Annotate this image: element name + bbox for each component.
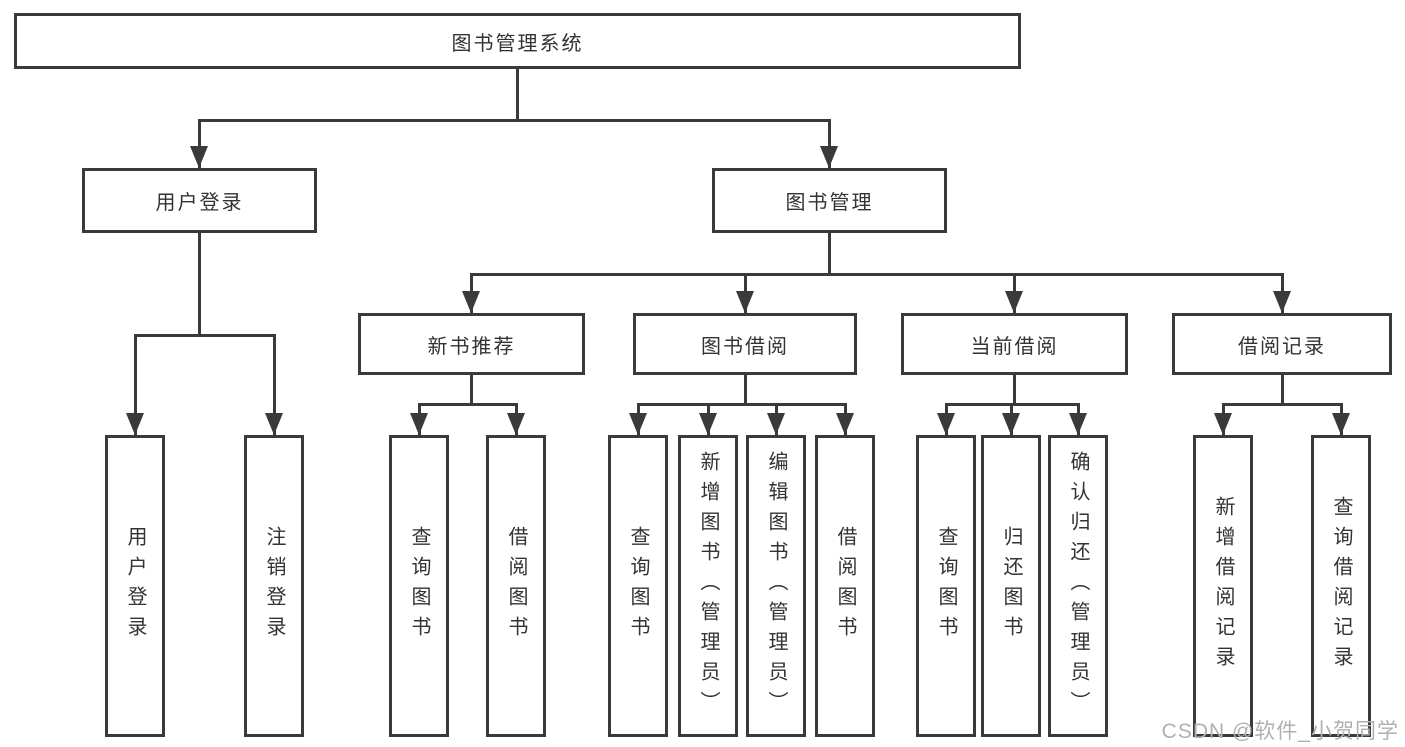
connector-root-drop-left — [198, 119, 201, 168]
connector-userlogin-drop — [273, 334, 276, 435]
connector-module-bar — [1222, 403, 1342, 406]
leaf-label: 用户登录 — [124, 526, 146, 646]
node-borrow-record-label: 借阅记录 — [1238, 335, 1326, 358]
arrowhead-down — [1002, 413, 1020, 435]
connector-module-stub — [1281, 375, 1284, 406]
connector-module-stub — [1013, 375, 1016, 406]
leaf-query-borrow-record: 查询借阅记录 — [1311, 435, 1371, 737]
leaf-label: 查询图书 — [935, 526, 957, 646]
csdn-watermark: CSDN @软件_小贺同学 — [1161, 720, 1399, 743]
arrowhead-down — [265, 413, 283, 435]
leaf-add-borrow-record: 新增借阅记录 — [1193, 435, 1253, 737]
arrowhead-down — [462, 291, 480, 313]
node-root-label: 图书管理系统 — [451, 32, 584, 55]
arrowhead-down — [767, 413, 785, 435]
leaf-label: 归还图书 — [1000, 526, 1022, 646]
leaf-borrow-book: 借阅图书 — [486, 435, 546, 737]
node-new-book-recommend-label: 新书推荐 — [427, 335, 516, 358]
node-book-borrow-label: 图书借阅 — [701, 335, 789, 358]
arrowhead-down — [1005, 291, 1023, 313]
connector-bookmgmt-stub — [828, 233, 831, 276]
node-root: 图书管理系统 — [14, 13, 1021, 69]
leaf-return-book: 归还图书 — [981, 435, 1041, 737]
connector-module-bar — [637, 403, 847, 406]
arrowhead-down — [736, 291, 754, 313]
arrowhead-down — [190, 146, 208, 168]
arrowhead-down — [820, 146, 838, 168]
arrowhead-down — [410, 413, 428, 435]
node-borrow-record: 借阅记录 — [1172, 313, 1392, 375]
leaf-label: 查询图书 — [627, 526, 649, 646]
arrowhead-down — [1273, 291, 1291, 313]
leaf-label: 借阅图书 — [505, 526, 527, 646]
node-user-login-label: 用户登录 — [155, 192, 244, 214]
arrowhead-down — [1069, 413, 1087, 435]
leaf-query-book: 查询图书 — [916, 435, 976, 737]
node-user-login: 用户登录 — [82, 168, 317, 233]
arrowhead-down — [126, 413, 144, 435]
node-book-management-label: 图书管理 — [785, 192, 874, 214]
leaf-label: 注销登录 — [263, 526, 285, 646]
leaf-label: 确认归还（管理员） — [1067, 451, 1089, 721]
leaf-edit-book-admin: 编辑图书（管理员） — [746, 435, 806, 737]
connector-module-stub — [744, 375, 747, 406]
leaf-label: 查询图书 — [408, 526, 430, 646]
connector-userlogin-drop — [134, 334, 137, 435]
leaf-label: 编辑图书（管理员） — [765, 451, 787, 721]
node-current-borrow-label: 当前借阅 — [970, 335, 1059, 358]
node-book-borrow: 图书借阅 — [633, 313, 857, 375]
leaf-add-book-admin: 新增图书（管理员） — [678, 435, 738, 737]
connector-module-bar — [418, 403, 518, 406]
leaf-user-login: 用户登录 — [105, 435, 165, 737]
connector-userlogin-bar — [134, 334, 276, 337]
connector-root-drop-right — [828, 119, 831, 168]
leaf-logout: 注销登录 — [244, 435, 304, 737]
arrowhead-down — [937, 413, 955, 435]
connector-userlogin-stub — [198, 233, 201, 337]
arrowhead-down — [699, 413, 717, 435]
arrowhead-down — [836, 413, 854, 435]
arrowhead-down — [1332, 413, 1350, 435]
node-new-book-recommend: 新书推荐 — [358, 313, 585, 375]
leaf-borrow-book: 借阅图书 — [815, 435, 875, 737]
leaf-label: 新增借阅记录 — [1212, 496, 1234, 676]
leaf-label: 查询借阅记录 — [1330, 496, 1352, 676]
connector-bookmgmt-bar — [470, 273, 1284, 276]
arrowhead-down — [507, 413, 525, 435]
leaf-label: 新增图书（管理员） — [697, 451, 719, 721]
leaf-query-book: 查询图书 — [608, 435, 668, 737]
connector-module-stub — [470, 375, 473, 406]
leaf-label: 借阅图书 — [834, 526, 856, 646]
connector-root-stub — [516, 69, 519, 122]
node-current-borrow: 当前借阅 — [901, 313, 1128, 375]
arrowhead-down — [629, 413, 647, 435]
leaf-query-book: 查询图书 — [389, 435, 449, 737]
leaf-confirm-return-admin: 确认归还（管理员） — [1048, 435, 1108, 737]
connector-root-bar — [198, 119, 831, 122]
arrowhead-down — [1214, 413, 1232, 435]
node-book-management: 图书管理 — [712, 168, 947, 233]
